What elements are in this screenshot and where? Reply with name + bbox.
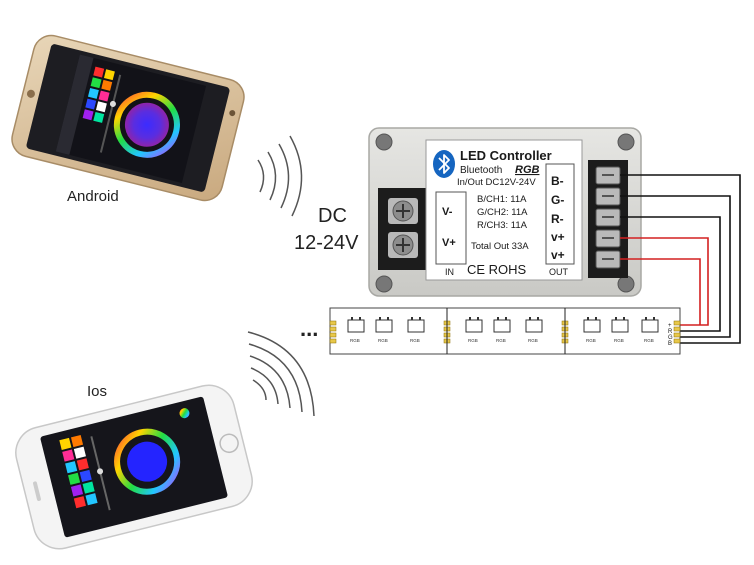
strip-pad-r: R [668, 329, 673, 335]
led-chip: RGB [375, 317, 393, 343]
out-terminal-g: G- [551, 193, 564, 207]
wire-b [620, 174, 741, 344]
wifi-signal-icon [257, 135, 303, 217]
in-terminal-vplus: V+ [442, 237, 456, 249]
wire-g [620, 195, 731, 338]
led-controller: LED Controller Bluetooth RGB In/Out DC12… [368, 127, 642, 297]
android-phone [11, 34, 245, 202]
ios-label: Ios [87, 383, 107, 400]
ios-app-screen [59, 408, 190, 511]
ios-phone [15, 384, 253, 550]
led-chip-label: RGB [410, 338, 420, 343]
strip-segments: RGB RGB RGB RGB RGB RGB RGB RGB RGB [329, 308, 681, 354]
out-terminal-b: B- [551, 174, 564, 188]
led-chip-label: RGB [378, 338, 388, 343]
led-chip: RGB [641, 317, 659, 343]
output-terminal-block [588, 160, 628, 278]
wire-vplus-1 [620, 237, 709, 326]
controller-subtitle-rgb: RGB [515, 164, 540, 176]
android-label: Android [67, 188, 119, 205]
strip-pad-labels: + R G B [668, 323, 673, 347]
led-chip-label: RGB [644, 338, 654, 343]
led-chip-label: RGB [350, 338, 360, 343]
solder-pads [329, 320, 337, 344]
strip-pad-g: G [668, 335, 673, 341]
led-chip: RGB [465, 317, 483, 343]
out-terminal-vplus-1: v+ [551, 230, 565, 244]
controller-title: LED Controller [460, 148, 552, 163]
wire-r [620, 216, 721, 332]
wire-vplus-2 [620, 258, 701, 325]
led-chip: RGB [611, 317, 629, 343]
led-chip: RGB [525, 317, 543, 343]
total-output: Total Out 33A [471, 241, 529, 252]
wiring [620, 174, 741, 344]
led-chip-label: RGB [468, 338, 478, 343]
controller-label-sticker: LED Controller Bluetooth RGB In/Out DC12… [425, 139, 583, 281]
android-app-screen [55, 54, 207, 183]
channel-r: R/CH3: 11A [477, 220, 528, 231]
strip-ellipsis: ... [300, 316, 318, 341]
solder-pads [673, 320, 681, 344]
certifications: CE ROHS [467, 262, 527, 277]
controller-spec: In/Out DC12V-24V [457, 177, 536, 188]
color-wheel-icon [113, 91, 180, 158]
solder-pads [561, 308, 569, 354]
wifi-signal-icon [247, 331, 315, 417]
led-chip-label: RGB [528, 338, 538, 343]
led-chip: RGB [583, 317, 601, 343]
out-label: OUT [549, 267, 569, 277]
led-chip-label: RGB [586, 338, 596, 343]
bluetooth-icon [433, 150, 455, 178]
out-terminal-vplus-2: v+ [551, 248, 565, 262]
led-chip: RGB [347, 317, 365, 343]
led-chip: RGB [493, 317, 511, 343]
dc-label: DC [318, 205, 347, 227]
led-strip: ... RGB RGB RGB RGB RGB RGB RGB RGB RGB + R G B [300, 307, 681, 355]
dc-voltage-label: 12-24V [294, 232, 359, 254]
in-terminal-vminus: V- [442, 206, 453, 218]
in-label: IN [445, 267, 454, 277]
led-chip-label: RGB [496, 338, 506, 343]
led-chip: RGB [407, 317, 425, 343]
strip-pad-b: B [668, 341, 672, 347]
out-terminal-r: R- [551, 212, 564, 226]
input-terminal-block [378, 188, 426, 270]
color-wheel-icon [114, 428, 181, 495]
controller-subtitle-bluetooth: Bluetooth [460, 165, 502, 176]
solder-pads [443, 308, 451, 354]
channel-g: G/CH2: 11A [477, 207, 528, 218]
strip-pad-plus: + [668, 323, 672, 329]
channel-b: B/CH1: 11A [477, 194, 527, 205]
led-chip-label: RGB [614, 338, 624, 343]
